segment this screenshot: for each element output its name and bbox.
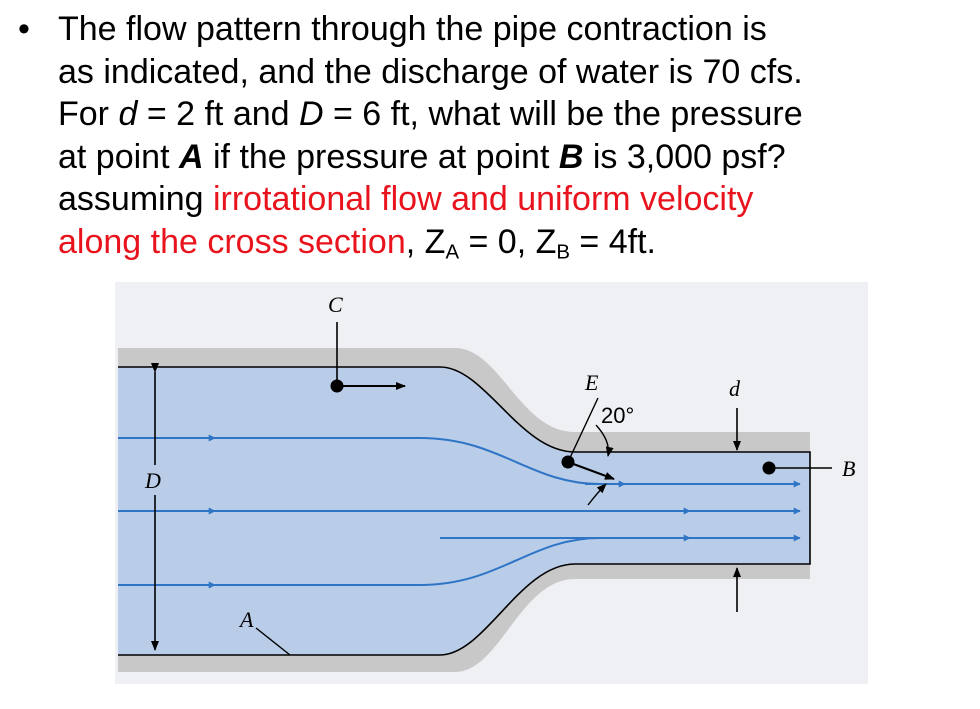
problem-line-6: along the cross section, ZA = 0, ZB = 4f… [58, 221, 803, 264]
label-C: C [328, 292, 343, 317]
symbol-d: d [118, 95, 138, 133]
text-segment: = 0, Z [459, 222, 557, 261]
angle-arc-upper [595, 424, 614, 457]
label-A: A [238, 607, 254, 632]
streamlines [118, 434, 801, 589]
problem-text: The flow pattern through the pipe contra… [58, 8, 803, 263]
bullet: • [18, 10, 30, 48]
label-E: E [584, 370, 599, 395]
text-segment: is 3,000 psf? [583, 137, 786, 176]
assumption-highlight: irrotational flow and uniform velocity [212, 180, 754, 218]
text-segment: = 4ft. [569, 222, 656, 261]
problem-line-3: For d = 2 ft and D = 6 ft, what will be … [58, 93, 803, 136]
text-segment: = 2 ft and [137, 95, 299, 133]
point-A-ref: A [178, 137, 204, 176]
text-segment: = 6 ft, what will be the pressure [323, 95, 803, 133]
text-segment: at point [58, 137, 179, 176]
streamline-bottom [118, 537, 601, 586]
label-angle: 20° [601, 403, 634, 428]
text-segment: if the pressure at point [203, 137, 559, 176]
assumption-highlight: along the cross section [58, 222, 406, 261]
text-segment: For [58, 95, 119, 133]
problem-line-4: at point A if the pressure at point B is… [58, 136, 803, 179]
point-E-velocity-arrow [567, 461, 615, 480]
point-C-dot [330, 379, 344, 393]
point-E-leader [567, 397, 599, 463]
streamline-top [118, 437, 801, 488]
problem-line-1: The flow pattern through the pipe contra… [58, 10, 767, 48]
symbol-D: D [299, 95, 324, 133]
subscript-B: B [556, 241, 570, 264]
label-B: B [842, 456, 855, 481]
point-A-leader [255, 627, 291, 656]
problem-line-5: assuming irrotational flow and uniform v… [58, 178, 803, 221]
text-segment: , Z [405, 222, 446, 261]
point-E-dot [561, 455, 575, 469]
point-C [330, 322, 406, 393]
problem-line-2: as indicated, and the discharge of water… [58, 52, 803, 91]
label-D: D [144, 468, 161, 493]
point-B [762, 461, 832, 475]
subscript-A: A [445, 241, 460, 264]
angle-arc-lower [587, 483, 607, 506]
point-E [561, 397, 615, 506]
point-B-ref: B [558, 137, 584, 176]
text-segment: assuming [58, 180, 213, 218]
point-B-dot [762, 461, 776, 475]
label-d: d [729, 376, 741, 401]
